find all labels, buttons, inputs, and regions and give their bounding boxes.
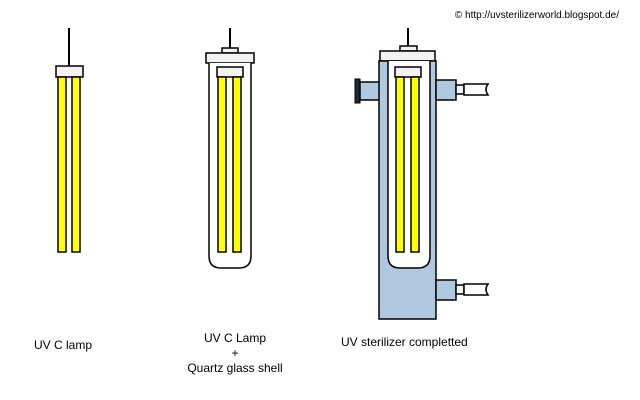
sterilizer-quartz-shell bbox=[387, 61, 431, 269]
uv-c-lamp-figure bbox=[55, 28, 84, 253]
shell-lamp-cap bbox=[216, 66, 244, 78]
shell-lamp-tube-left bbox=[217, 76, 227, 253]
upper-port-body bbox=[435, 79, 457, 101]
caption-sterilizer-completed: UV sterilizer completted bbox=[341, 335, 468, 349]
sterilizer-lamp-tube-right bbox=[410, 76, 420, 253]
upper-port-nut bbox=[455, 84, 465, 95]
caption-lamp-with-shell: UV C Lamp + Quartz glass shell bbox=[170, 331, 300, 376]
shell-top-cap bbox=[205, 52, 255, 64]
copyright-text: © http://uvsterilizerworld.blogspot.de/ bbox=[454, 10, 619, 21]
sterilizer-lamp-tube-left bbox=[395, 76, 405, 253]
lower-port-nut bbox=[455, 284, 465, 295]
caption-uv-c-lamp: UV C lamp bbox=[34, 338, 93, 352]
quartz-glass-shell bbox=[208, 63, 252, 269]
upper-hose bbox=[463, 83, 490, 96]
lower-hose bbox=[463, 283, 490, 296]
caption-lamp-with-shell-line3: Quartz glass shell bbox=[187, 361, 283, 375]
sterilizer-lamp-cap bbox=[394, 66, 422, 78]
shell-lamp-tube-right bbox=[232, 76, 242, 253]
lamp-with-quartz-shell-figure bbox=[205, 28, 255, 269]
caption-lamp-with-shell-line2: + bbox=[231, 346, 239, 360]
lamp-tube-right bbox=[71, 76, 81, 253]
sterilizer-top-cap bbox=[379, 50, 436, 62]
caption-lamp-with-shell-line1: UV C Lamp bbox=[203, 331, 267, 345]
lamp-cap bbox=[55, 65, 84, 78]
lower-port-body bbox=[435, 279, 457, 301]
sterilizer-flange-neck bbox=[359, 81, 381, 101]
uv-sterilizer-completed-figure bbox=[354, 28, 490, 320]
lamp-tube-left bbox=[57, 76, 67, 253]
